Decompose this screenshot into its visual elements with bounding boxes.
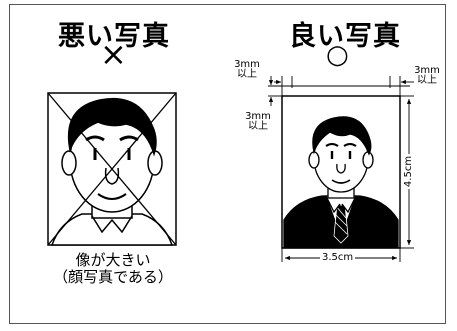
top-margin-label: 3mm 以上 — [234, 59, 260, 80]
cross-mark-icon: × — [100, 35, 127, 73]
good-photo — [268, 76, 414, 262]
bad-photo-title: 悪い写真 — [58, 21, 170, 52]
width-dimension-label: 3.5cm — [320, 252, 356, 263]
left-margin-label: 3mm 以上 — [245, 111, 271, 132]
bad-photo-caption: 像が大きい （顔写真である） — [53, 251, 173, 286]
bad-photo-face — [50, 97, 174, 246]
good-photo-title: 良い写真 — [289, 21, 401, 52]
good-photo-face — [283, 116, 399, 249]
bad-photo — [47, 92, 177, 246]
height-dimension-label: 4.5cm — [403, 153, 415, 190]
right-margin-label: 3mm 以上 — [414, 65, 440, 86]
diagram-frame — [9, 4, 446, 324]
circle-mark-icon: ○ — [326, 40, 349, 70]
